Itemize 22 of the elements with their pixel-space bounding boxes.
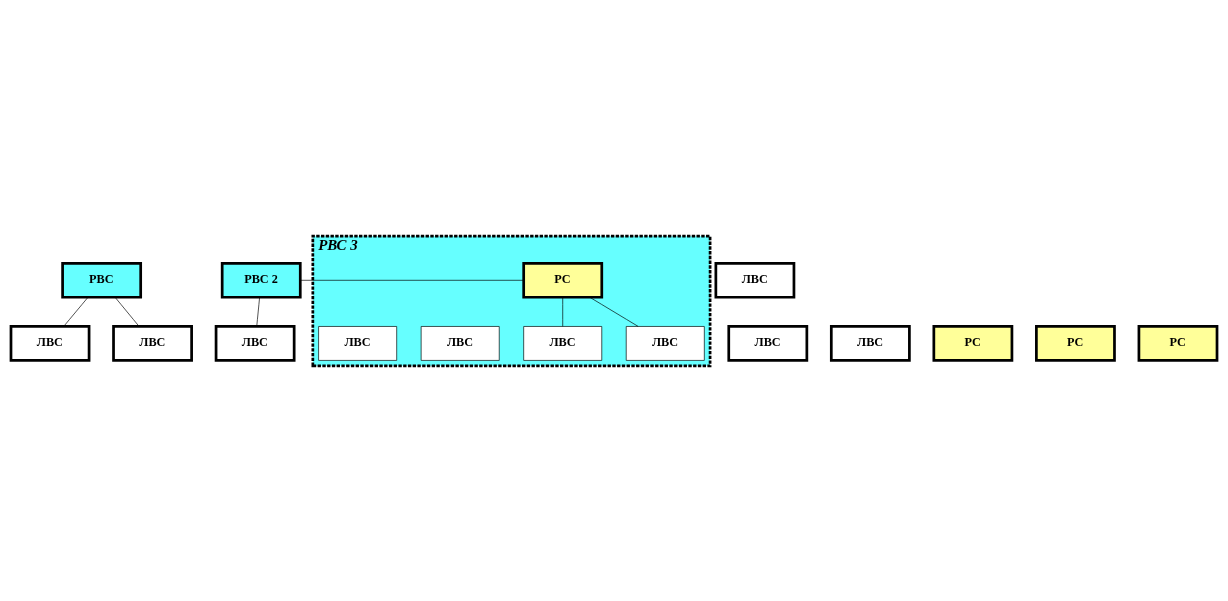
connector (114, 296, 140, 327)
node-box: ЛВС (727, 324, 809, 362)
node-box: РС (1035, 324, 1116, 362)
connector (256, 296, 260, 327)
node-box: ЛВС (318, 325, 398, 361)
node-box: РВС (61, 261, 143, 299)
node-box: РС (932, 324, 1014, 362)
connector (300, 279, 524, 281)
node-box: РС (1137, 324, 1219, 362)
node-box: ЛВС (523, 325, 603, 361)
connector (63, 296, 89, 327)
node-box: РВС 2 (220, 261, 302, 299)
node-box: ЛВС (420, 325, 500, 361)
node-box: ЛВС (9, 324, 91, 362)
node-box: ЛВС (625, 325, 705, 361)
node-box: ЛВС (112, 324, 193, 362)
node-box: ЛВС (829, 324, 911, 362)
node-box: ЛВС (214, 324, 296, 362)
node-box: РС (522, 261, 604, 299)
connector (562, 296, 564, 327)
connector (589, 296, 639, 327)
node-box: ЛВС (714, 261, 796, 299)
